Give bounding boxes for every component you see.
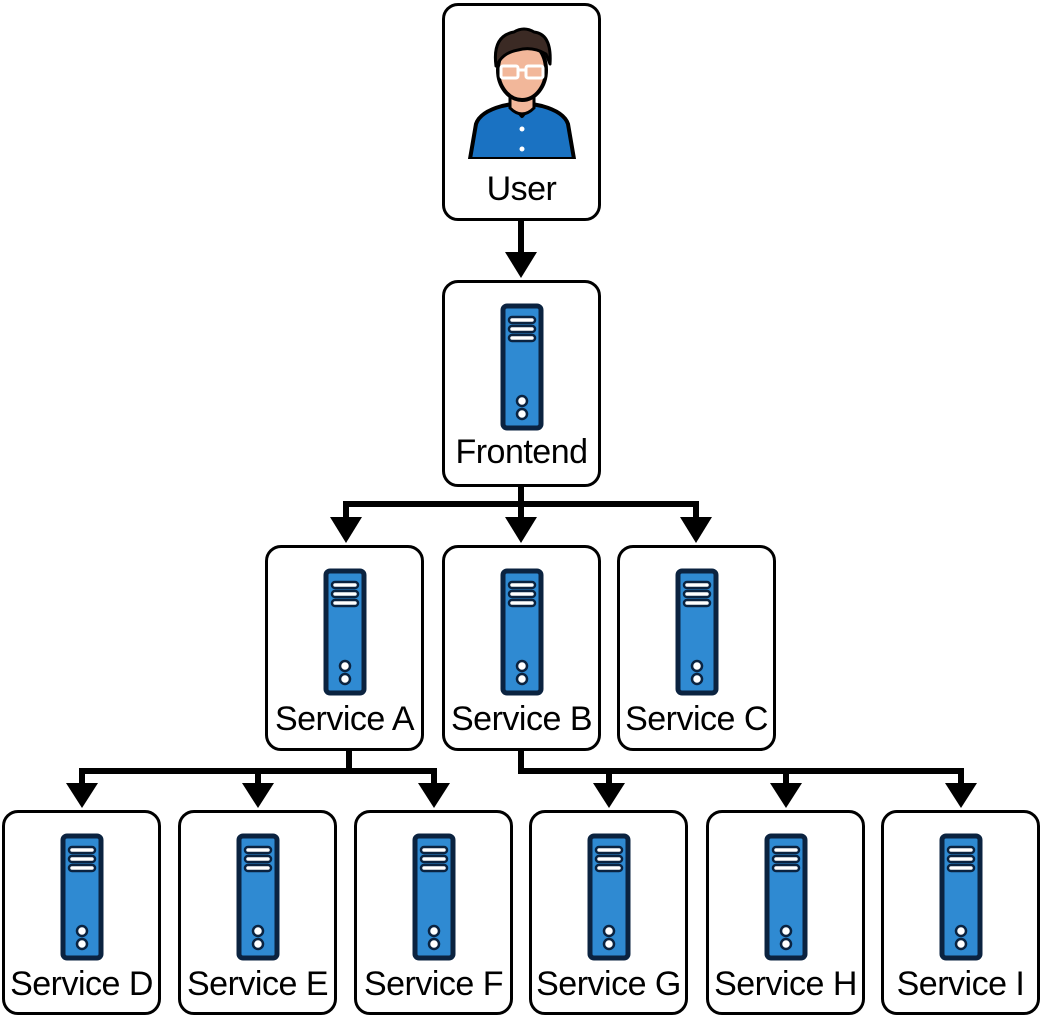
service-d-node: Service D <box>2 810 161 1015</box>
server-icon <box>587 833 630 961</box>
service-e-node: Service E <box>178 810 337 1015</box>
edge-frontend-services <box>330 487 712 543</box>
service-f-node: Service F <box>354 810 513 1015</box>
user-icon <box>467 27 576 159</box>
service-h-node: Service H <box>706 810 865 1015</box>
node-label: Frontend <box>455 433 588 471</box>
service-i-node: Service I <box>881 810 1040 1015</box>
node-label: User <box>486 170 557 208</box>
server-icon <box>323 568 366 696</box>
service-a-node: Service A <box>265 545 424 751</box>
node-label: Service E <box>187 965 329 1003</box>
service-b-node: Service B <box>442 545 601 751</box>
service-c-node: Service C <box>617 545 776 751</box>
node-label: Service F <box>363 965 504 1003</box>
server-icon <box>412 833 455 961</box>
node-label: Service I <box>896 965 1025 1003</box>
user-node: User <box>442 3 601 221</box>
server-icon <box>60 833 103 961</box>
frontend-node: Frontend <box>442 280 601 487</box>
server-icon <box>675 568 718 696</box>
node-label: Service H <box>714 965 857 1003</box>
service-g-node: Service G <box>529 810 688 1015</box>
server-icon <box>939 833 982 961</box>
server-icon <box>764 833 807 961</box>
server-icon <box>236 833 279 961</box>
node-label: Service A <box>274 700 415 738</box>
node-label: Service B <box>451 700 593 738</box>
edge-serviceb-children <box>518 751 977 808</box>
node-label: Service D <box>10 965 153 1003</box>
server-icon <box>500 303 543 431</box>
edge-servicea-children <box>66 751 450 808</box>
node-label: Service C <box>625 700 768 738</box>
node-label: Service G <box>536 965 681 1003</box>
edge-user-frontend <box>505 221 537 278</box>
server-icon <box>500 568 543 696</box>
